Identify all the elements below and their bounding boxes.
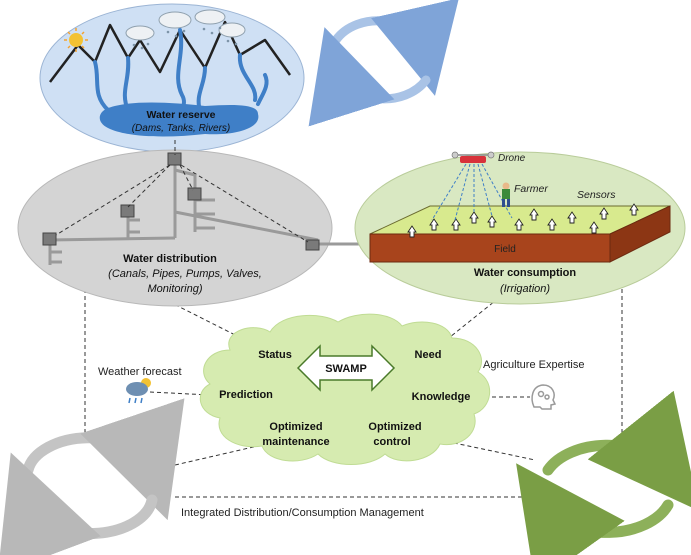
need-label: Need (415, 349, 442, 361)
water-distribution-subtitle-1: (Canals, Pipes, Pumps, Valves, (108, 268, 262, 280)
drone-icon (451, 151, 495, 163)
sun-icon (64, 28, 88, 52)
integrated-management-label: Integrated Distribution/Consumption Mana… (181, 507, 424, 519)
monitoring-links (55, 140, 309, 243)
water-consumption-title: Water consumption (474, 267, 577, 279)
distribution-cycle-arrows-icon (0, 398, 185, 555)
water-reserve-subtitle: (Dams, Tanks, Rivers) (132, 123, 231, 134)
agriculture-expertise-label: Agriculture Expertise (483, 359, 585, 371)
optimized-maintenance-line-1: Optimized (269, 421, 322, 433)
consumption-cycle-arrows-icon (516, 390, 691, 555)
water-reserve-title: Water reserve (146, 109, 215, 121)
optimized-control-line-1: Optimized (368, 421, 421, 433)
optimized-control-line-2: control (373, 436, 410, 448)
farmer-icon (502, 182, 510, 207)
drone-label: Drone (498, 153, 526, 164)
sensors-label: Sensors (577, 189, 616, 201)
prediction-label: Prediction (219, 389, 273, 401)
field-side (609, 205, 671, 263)
knowledge-label: Knowledge (412, 391, 471, 403)
water-distribution-section: Water distribution (Canals, Pipes, Pumps… (17, 140, 370, 307)
water-reserve-section: Water reserve (Dams, Tanks, Rivers) (39, 3, 305, 153)
reservoir-lake (99, 102, 259, 137)
weather-forecast: Weather forecast (98, 366, 182, 404)
water-consumption-subtitle: (Irrigation) (500, 283, 550, 295)
drone-signal-lines (431, 163, 513, 221)
field-label: Field (494, 244, 516, 255)
head-gears-icon (531, 384, 557, 410)
field-front (369, 233, 611, 263)
rain-clouds-icon (125, 9, 246, 50)
farmer-label: Farmer (514, 183, 548, 195)
sensor-arrows (407, 203, 639, 238)
water-distribution-title: Water distribution (123, 253, 217, 265)
agriculture-expertise: Agriculture Expertise (483, 359, 585, 410)
water-distribution-subtitle-2: Monitoring) (147, 283, 202, 295)
weather-forecast-label: Weather forecast (98, 366, 182, 378)
rain-sun-cloud-icon (126, 378, 151, 404)
swamp-double-arrow (296, 344, 396, 392)
swamp-label: SWAMP (325, 363, 367, 375)
monitoring-nodes (42, 152, 320, 251)
status-label: Status (258, 349, 292, 361)
swamp-cloud: SWAMP Status Need Prediction Knowledge O… (199, 313, 491, 465)
reserve-cycle-arrows-icon (308, 0, 459, 127)
cloud-shape (199, 313, 491, 465)
optimized-maintenance-line-2: maintenance (262, 436, 329, 448)
water-consumption-section: Field Dro (354, 151, 686, 305)
